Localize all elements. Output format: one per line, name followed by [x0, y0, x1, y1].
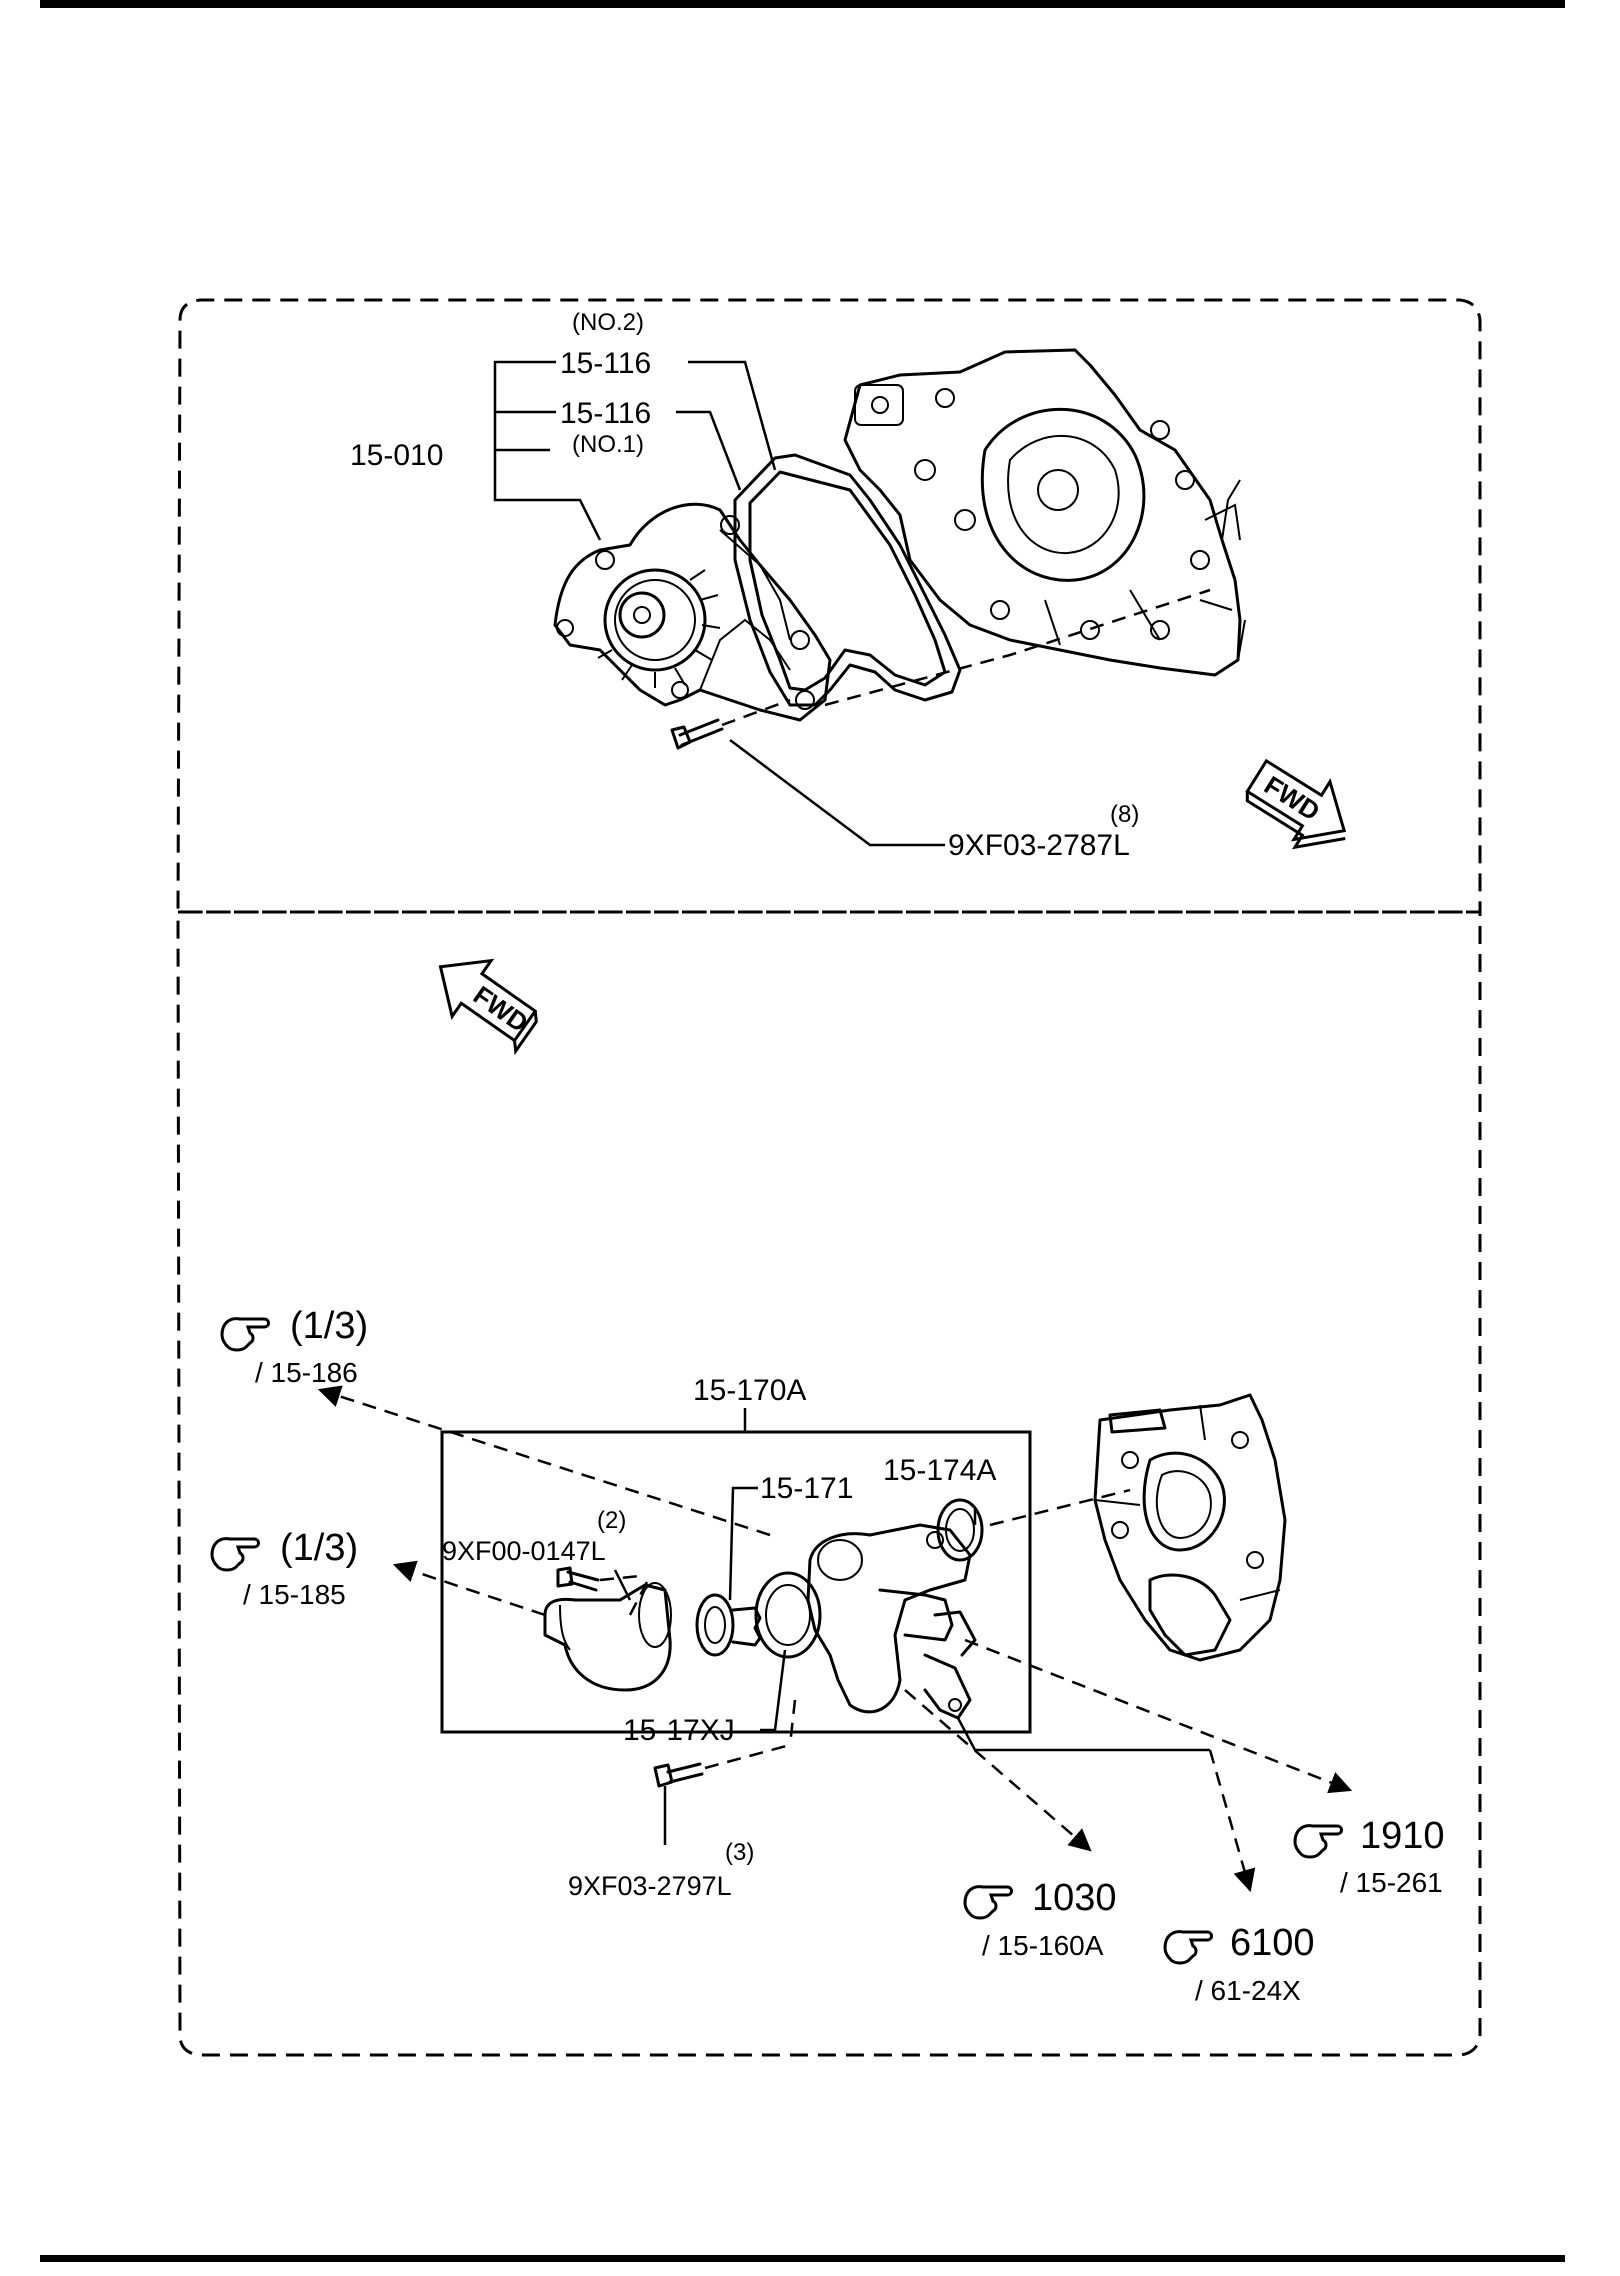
- thermostat: [695, 1593, 762, 1657]
- ref-main: 1030: [1032, 1877, 1117, 1919]
- ref-callout: 1030 / 15-160A: [963, 1877, 1117, 1961]
- pointing-hand-icon: [1163, 1930, 1213, 1965]
- ref-sub: / 15-261: [1340, 1867, 1443, 1898]
- o-ring: [936, 1498, 984, 1562]
- ref-main: (1/3): [280, 1527, 358, 1569]
- bottom-bolt-qty: (3): [725, 1839, 754, 1866]
- pointing-hand-icon: [210, 1537, 260, 1572]
- ref-main: 6100: [1230, 1922, 1315, 1964]
- gasket-no2-note: (NO.2): [572, 309, 644, 336]
- ref-callout: 6100 / 61-24X: [1163, 1922, 1315, 2006]
- engine-block-lower: [1093, 1393, 1287, 1662]
- lower-frame: [176, 910, 1482, 2057]
- housing-assembly-code: 15-170A: [693, 1374, 806, 1407]
- fwd-arrow-icon: FWD: [438, 958, 538, 1056]
- upper-frame: [176, 298, 1482, 914]
- ref-sub: / 61-24X: [1195, 1975, 1301, 2006]
- bolt-qty: (8): [1110, 801, 1139, 828]
- ref-sub: / 15-160A: [982, 1930, 1104, 1961]
- housing-assembly-box: [440, 1430, 1032, 1734]
- oring-code: 15-174A: [883, 1454, 996, 1487]
- bolt-code: 9XF03-2787L: [948, 829, 1130, 862]
- lower-leaders: [613, 1486, 977, 1732]
- gasket-no2-code: 15-116: [560, 347, 651, 380]
- ref-main: 1910: [1360, 1815, 1445, 1857]
- pump-assembly-code: 15-010: [350, 439, 443, 472]
- bottom-border: [40, 2255, 1565, 2262]
- small-bolt-code: 9XF00-0147L: [442, 1536, 606, 1566]
- bottom-bolt-code: 9XF03-2797L: [568, 1871, 732, 1901]
- water-outlet-elbow: [543, 1582, 672, 1692]
- thermostat-housing: [806, 1523, 977, 1720]
- water-pump: [553, 502, 832, 722]
- engine-block-upper: [843, 348, 1246, 677]
- small-bolt: [556, 1566, 641, 1592]
- upper-leaders: [493, 360, 945, 847]
- gasket-no1-note: (NO.1): [572, 431, 644, 458]
- reference-lines: [317, 1385, 1353, 1893]
- pump-bolt: [670, 588, 1211, 750]
- pointing-hand-icon: [220, 1317, 270, 1352]
- ref-sub: / 15-185: [243, 1579, 346, 1610]
- ref-main: (1/3): [290, 1305, 368, 1347]
- ref-callout: (1/3) / 15-185: [210, 1527, 358, 1610]
- ref-callout: (1/3) / 15-186: [220, 1305, 368, 1388]
- thermostat-code: 15-171: [760, 1472, 853, 1505]
- small-bolt-qty: (2): [597, 1507, 626, 1534]
- ref-callout: 1910 / 15-261: [1293, 1815, 1445, 1898]
- gasket-no1-code: 15-116: [560, 397, 651, 430]
- fwd-arrow-icon: FWD: [1245, 758, 1347, 850]
- gasket-code: 15-17XJ: [623, 1714, 735, 1747]
- pointing-hand-icon: [1293, 1824, 1343, 1859]
- water-pump-gasket: [733, 453, 962, 707]
- ref-sub: / 15-186: [255, 1357, 358, 1388]
- pointing-hand-icon: [963, 1885, 1013, 1920]
- bottom-bolt: [653, 1743, 791, 1845]
- top-border: [40, 0, 1565, 8]
